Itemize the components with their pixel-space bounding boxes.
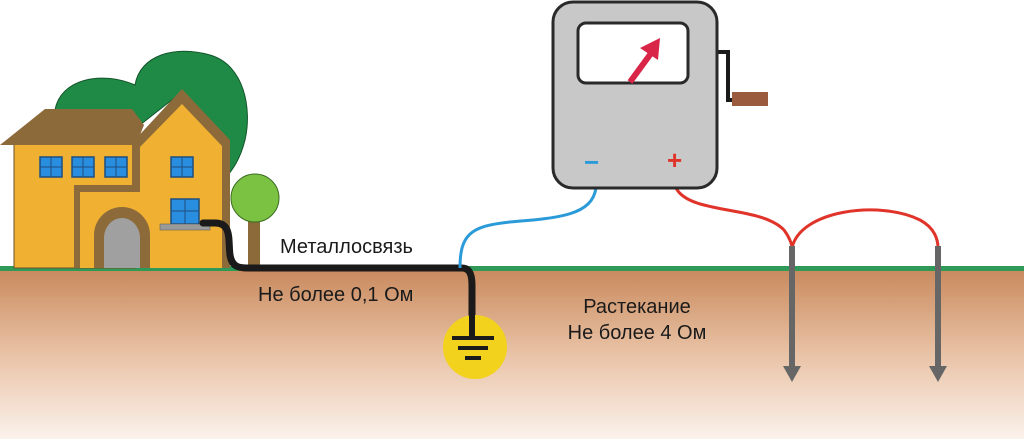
positive-wire — [674, 187, 940, 249]
metal-bond-cable — [199, 219, 476, 334]
crank-icon — [716, 50, 734, 102]
small-tree — [230, 173, 280, 268]
metal-bond-label: Металлосвязь — [280, 236, 413, 258]
negative-wire — [458, 187, 598, 269]
positive-terminal-label: + — [667, 145, 683, 175]
negative-terminal-label: − — [584, 147, 600, 177]
spreading-label: Растекание — [583, 296, 691, 318]
megohmmeter — [551, 0, 768, 190]
house — [0, 89, 230, 269]
meter-dial — [576, 21, 690, 85]
needle — [627, 50, 655, 84]
metal-bond-limit-label: Не более 0,1 Ом — [258, 284, 414, 306]
soil — [0, 270, 1024, 439]
window-sill — [159, 223, 211, 231]
grass-line — [0, 266, 1024, 271]
crank-handle — [732, 92, 768, 106]
spreading-limit-label: Не более 4 Ом — [567, 322, 707, 344]
door — [104, 218, 140, 268]
test-electrodes — [783, 246, 947, 382]
electrode — [789, 246, 795, 368]
background-tree — [54, 50, 248, 177]
left-roof — [0, 109, 144, 145]
ground-electrode-icon — [443, 315, 507, 379]
electrode — [935, 246, 941, 368]
